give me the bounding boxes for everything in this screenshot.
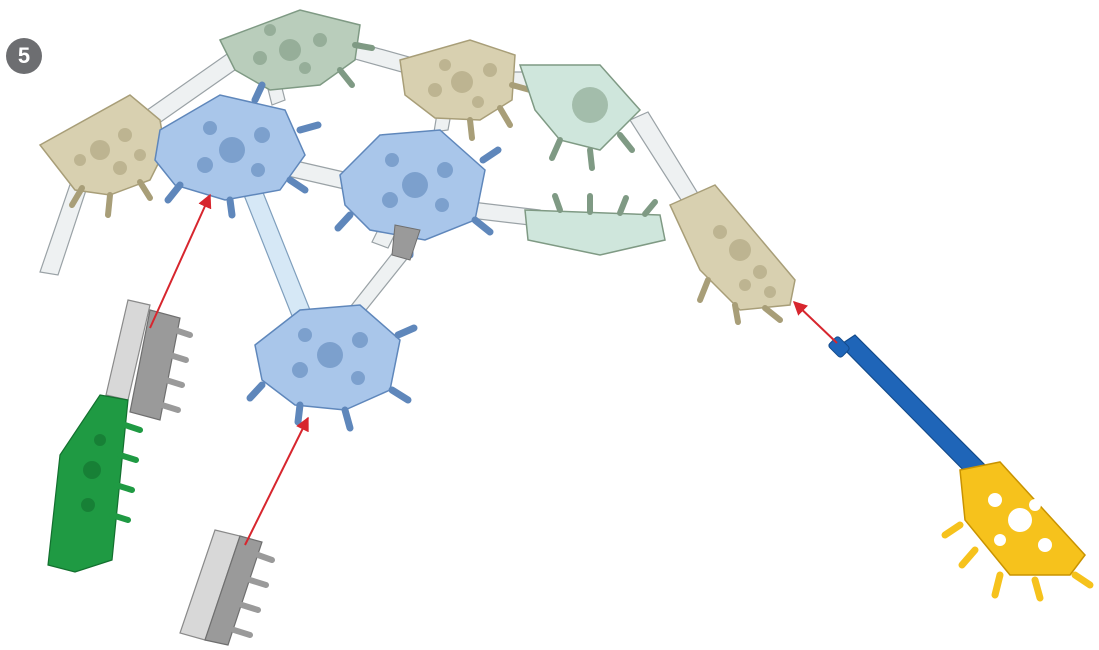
tan-connector-right: [669, 184, 796, 325]
arrows: [149, 193, 838, 546]
step-badge: 5: [6, 38, 42, 74]
step-number: 5: [17, 43, 31, 68]
sage-half-connector: [518, 64, 642, 171]
gray-connector-part: [179, 529, 275, 646]
arrow-blue-rod-part: [792, 301, 838, 344]
tan-connector-top-right: [399, 39, 533, 141]
sage-half-connector-lower: [524, 193, 666, 256]
blue-connector-lower: [246, 304, 418, 432]
arrow-gray-part: [244, 416, 309, 546]
blue-connector-upper-left: [154, 81, 322, 219]
tan-connector-left: [38, 94, 178, 218]
arrow-green-part: [149, 193, 212, 329]
yellow-connector-part: [941, 461, 1094, 602]
blue-connector-center: [334, 129, 502, 261]
sage-connector-top: [218, 9, 375, 91]
gray-green-connector-part: [47, 299, 193, 573]
